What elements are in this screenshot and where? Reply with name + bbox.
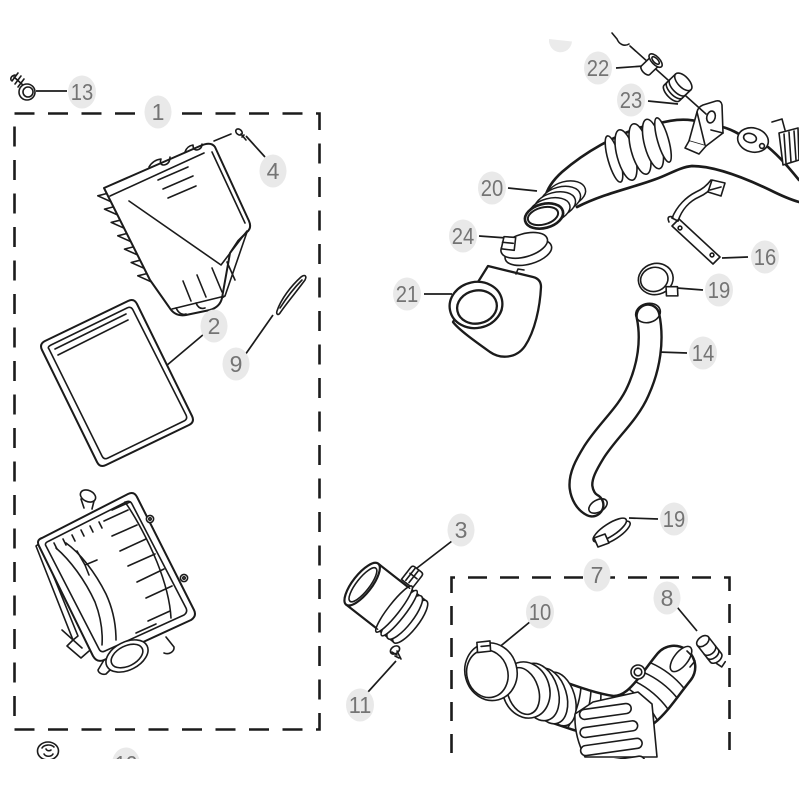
svg-text:23: 23 <box>620 87 643 113</box>
svg-text:3: 3 <box>455 517 468 543</box>
svg-text:8: 8 <box>661 585 674 611</box>
svg-text:14: 14 <box>692 340 715 366</box>
svg-text:21: 21 <box>396 281 419 307</box>
svg-text:19: 19 <box>708 277 731 303</box>
svg-text:16: 16 <box>754 244 777 270</box>
svg-text:9: 9 <box>230 351 243 377</box>
svg-text:11: 11 <box>349 692 372 718</box>
svg-text:7: 7 <box>591 562 604 588</box>
svg-text:22: 22 <box>587 55 610 81</box>
svg-text:4: 4 <box>267 158 280 184</box>
svg-text:13: 13 <box>71 79 94 105</box>
svg-text:10: 10 <box>529 599 552 625</box>
svg-text:19: 19 <box>663 506 686 532</box>
svg-text:1: 1 <box>152 99 165 125</box>
svg-text:2: 2 <box>208 313 221 339</box>
svg-text:20: 20 <box>481 175 504 201</box>
svg-text:24: 24 <box>452 223 475 249</box>
